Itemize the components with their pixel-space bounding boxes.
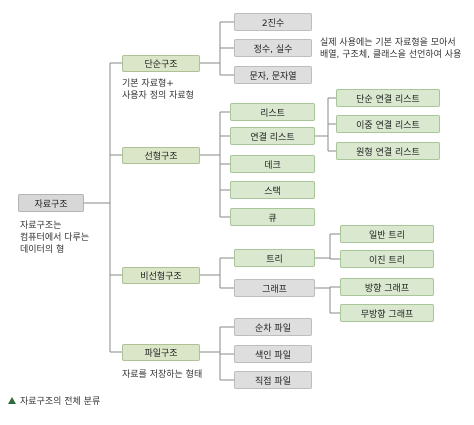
file-item-direct: 직접 파일: [234, 371, 312, 389]
linear-item-queue: 큐: [230, 208, 315, 226]
side-note: 실제 사용에는 기본 자료형을 모아서 배열, 구조체, 클래스을 선언하여 사…: [320, 37, 461, 61]
category-file: 파일구조: [122, 344, 200, 361]
simple-item-string: 문자, 문자열: [234, 66, 312, 84]
category-nonlinear: 비선형구조: [122, 267, 200, 284]
simple-item-number: 정수, 실수: [234, 39, 312, 57]
linear-item-linked-list: 연결 리스트: [230, 127, 315, 145]
linked-list-singly: 단순 연결 리스트: [336, 89, 440, 107]
root-note-line: 자료구조는: [20, 221, 62, 231]
file-note: 자료를 저장하는 형태: [122, 369, 202, 381]
file-item-sequential: 순차 파일: [234, 318, 312, 336]
graph-undirected: 무방향 그래프: [340, 304, 434, 322]
side-note-line: 실제 사용에는 기본 자료형을 모아서: [320, 38, 456, 48]
category-simple: 단순구조: [122, 55, 200, 72]
root-node: 자료구조: [18, 194, 84, 212]
simple-note-line: 기본 자료형+: [122, 79, 174, 89]
simple-note-line: 사용자 정의 자료형: [122, 91, 194, 101]
linked-list-circular: 원형 연결 리스트: [336, 142, 440, 160]
root-note-line: 데이터의 형: [20, 245, 65, 255]
graph-directed: 방향 그래프: [340, 278, 434, 296]
simple-item-binary: 2진수: [234, 13, 312, 31]
figure-caption: 자료구조의 전체 분류: [8, 394, 100, 407]
linked-list-doubly: 이중 연결 리스트: [336, 115, 440, 133]
category-linear: 선형구조: [122, 147, 200, 164]
simple-note: 기본 자료형+ 사용자 정의 자료형: [122, 78, 194, 102]
nonlinear-item-tree: 트리: [234, 249, 315, 267]
linear-item-deque: 데크: [230, 155, 315, 173]
linear-item-stack: 스택: [230, 181, 315, 199]
file-note-line: 자료를 저장하는 형태: [122, 370, 203, 380]
linear-item-list: 리스트: [230, 103, 315, 121]
side-note-line: 배열, 구조체, 클래스을 선언하여 사용: [320, 50, 462, 60]
root-note-line: 컴퓨터에서 다루는: [20, 233, 90, 243]
file-item-indexed: 색인 파일: [234, 345, 312, 363]
triangle-icon: [8, 397, 16, 404]
tree-general: 일반 트리: [340, 225, 434, 243]
root-note: 자료구조는 컴퓨터에서 다루는 데이터의 형: [20, 220, 89, 256]
nonlinear-item-graph: 그래프: [234, 279, 315, 297]
caption-text: 자료구조의 전체 분류: [20, 397, 101, 407]
tree-binary: 이진 트리: [340, 250, 434, 268]
